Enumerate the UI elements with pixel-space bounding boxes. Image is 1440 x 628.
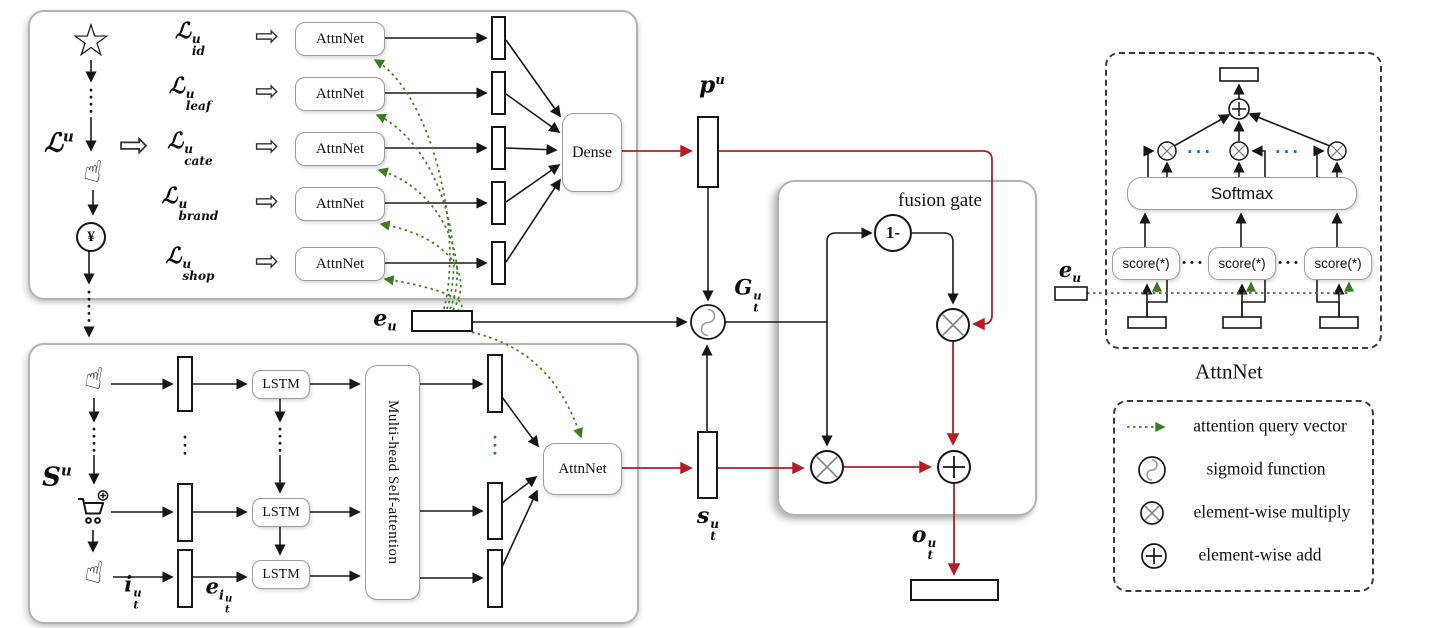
red-connectors	[620, 144, 993, 576]
attnnet-box-label: AttnNet	[315, 85, 365, 102]
legend-label-attention-query: attention query vector	[1193, 415, 1347, 436]
black-connectors	[83, 32, 1345, 584]
softmax-box: Softmax	[1127, 177, 1357, 210]
attnnet-box-label: AttnNet	[315, 140, 365, 157]
attnnet-box-brand: AttnNet	[295, 187, 385, 221]
attnnet-box-label: AttnNet	[315, 255, 365, 272]
lstm-label: LSTM	[262, 566, 300, 582]
operator-nodes	[690, 98, 1347, 569]
short-term-seq-label: Su	[42, 461, 72, 493]
attnnet-detail-title: AttnNet	[1195, 359, 1263, 384]
attnnet-box-label: AttnNet	[315, 30, 365, 47]
attnnet-detail-box	[1105, 52, 1382, 349]
double-arrow-icon: ⇨	[254, 243, 280, 278]
double-arrow-icon: ⇨	[254, 73, 280, 108]
one-minus-label: 1-	[885, 223, 901, 242]
lstm-box-2: LSTM	[252, 498, 310, 527]
long-term-seq-label: ℒu	[44, 127, 74, 159]
fusion-gate-box	[777, 180, 1037, 516]
one-minus-node	[874, 214, 912, 252]
legend-label-sigmoid: sigmoid function	[1206, 458, 1326, 479]
ellipsis-score: ...	[1277, 249, 1301, 269]
legend-label-add: element-wise add	[1198, 544, 1322, 565]
double-arrow-icon: ⇨	[118, 125, 150, 166]
long-term-box	[28, 10, 638, 300]
star-icon: ☆	[70, 13, 112, 67]
double-arrow-icon: ⇨	[254, 183, 280, 218]
lstm-label: LSTM	[262, 376, 300, 392]
mhsa-box: Multi-head Self-attention	[365, 365, 420, 600]
lstm-box-3: LSTM	[252, 560, 310, 589]
dense-box: Dense	[562, 113, 622, 192]
short-term-box	[28, 343, 639, 624]
score-box-1: score(*)	[1112, 247, 1180, 280]
legend-label-multiply: element-wise multiply	[1193, 501, 1351, 522]
score-box-3: score(*)	[1304, 247, 1372, 280]
cart-icon	[75, 489, 111, 532]
score-label: score(*)	[1122, 256, 1170, 271]
pay-icon: ¥	[76, 222, 106, 252]
fusion-gate-label: fusion gate	[898, 190, 982, 211]
softmax-label: Softmax	[1210, 183, 1274, 203]
attnnet-box-leaf: AttnNet	[295, 77, 385, 111]
attention-query-connectors	[373, 59, 1355, 439]
ellipsis-multiply: ...	[1186, 139, 1214, 157]
e-u-label-detail: eu	[1058, 256, 1082, 286]
ellipsis-multiply: ...	[1274, 139, 1302, 157]
lstm-box-1: LSTM	[252, 370, 310, 399]
attnnet-box-sequence: AttnNet	[543, 443, 622, 495]
mhsa-label: Multi-head Self-attention	[385, 400, 401, 565]
score-label: score(*)	[1218, 256, 1266, 271]
lstm-label: LSTM	[262, 504, 300, 520]
score-box-2: score(*)	[1208, 247, 1276, 280]
attnnet-box-label: AttnNet	[315, 195, 365, 212]
e-u-label: eu	[373, 305, 397, 335]
attnnet-box-label: AttnNet	[558, 460, 607, 477]
vector-bars	[177, 16, 1359, 608]
p-u-label: pu	[699, 71, 725, 99]
score-label: score(*)	[1314, 256, 1362, 271]
ellipsis-score: ...	[1181, 249, 1205, 269]
attnnet-box-cate: AttnNet	[295, 132, 385, 166]
double-arrow-icon: ⇨	[254, 128, 280, 163]
dense-label: Dense	[572, 143, 612, 161]
attnnet-box-id: AttnNet	[295, 22, 385, 56]
attnnet-box-shop: AttnNet	[295, 247, 385, 281]
double-arrow-icon: ⇨	[254, 18, 280, 53]
legend-box	[1113, 400, 1374, 592]
